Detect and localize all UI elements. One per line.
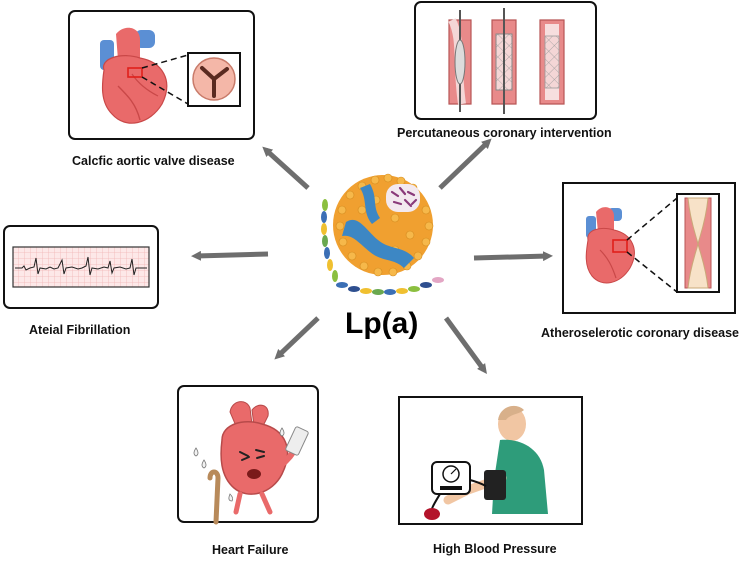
- arrows: [191, 138, 553, 375]
- panel-afib: [3, 225, 159, 309]
- arrow-to-pci: [438, 138, 492, 190]
- panel-heart-failure: [177, 385, 319, 525]
- lipid-squiggles: [390, 186, 418, 208]
- caption-hypertension: High Blood Pressure: [433, 542, 557, 556]
- ecg-trace: [15, 256, 147, 276]
- caption-pci: Percutaneous coronary intervention: [397, 126, 612, 140]
- caption-aortic-valve: Calcfic aortic valve disease: [72, 154, 235, 168]
- arrow-to-afib: [191, 250, 269, 261]
- panel-atherosclerotic: [562, 182, 736, 314]
- arrow-to-atherosclerotic: [473, 251, 553, 262]
- heart-illustration: [100, 27, 168, 124]
- panel-pci: [414, 1, 597, 120]
- lpa-particle: [321, 173, 444, 295]
- caption-afib: Ateial Fibrillation: [29, 323, 130, 337]
- caption-heart-failure: Heart Failure: [212, 543, 288, 557]
- arrow-to-hypertension: [443, 316, 487, 375]
- lpa-label: Lp(a): [345, 307, 418, 340]
- panel-aortic-valve: [68, 10, 255, 140]
- ecg-strip: [12, 246, 150, 288]
- heart-illustration-2: [585, 207, 635, 284]
- caption-atherosclerotic: Atheroselerotic coronary disease: [541, 326, 739, 340]
- apoa-chain: [321, 199, 444, 295]
- arrow-to-aortic-valve: [262, 146, 310, 190]
- arrow-to-heart-failure: [274, 316, 320, 360]
- panel-hypertension: [398, 396, 583, 525]
